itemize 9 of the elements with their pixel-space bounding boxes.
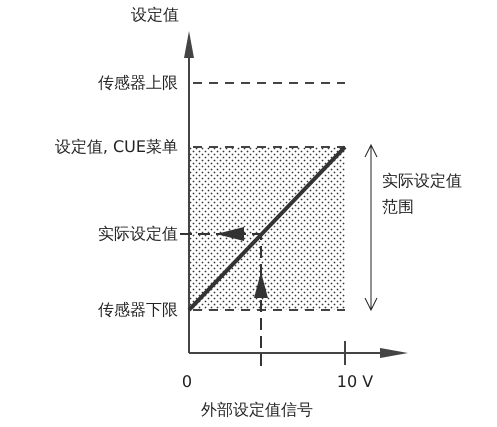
level-label: 设定值, CUE菜单 [54,137,178,156]
axis-label: 设定值 [131,5,179,24]
level-label: 传感器下限 [98,300,178,319]
level-label: 传感器上限 [98,73,178,92]
tick-label: 10 V [336,372,374,391]
tick-label: 0 [182,372,192,391]
level-label: 实际设定值 [98,224,178,243]
axis-label: 外部设定值信号 [201,400,313,419]
range-label: 实际设定值范围 [382,170,463,218]
